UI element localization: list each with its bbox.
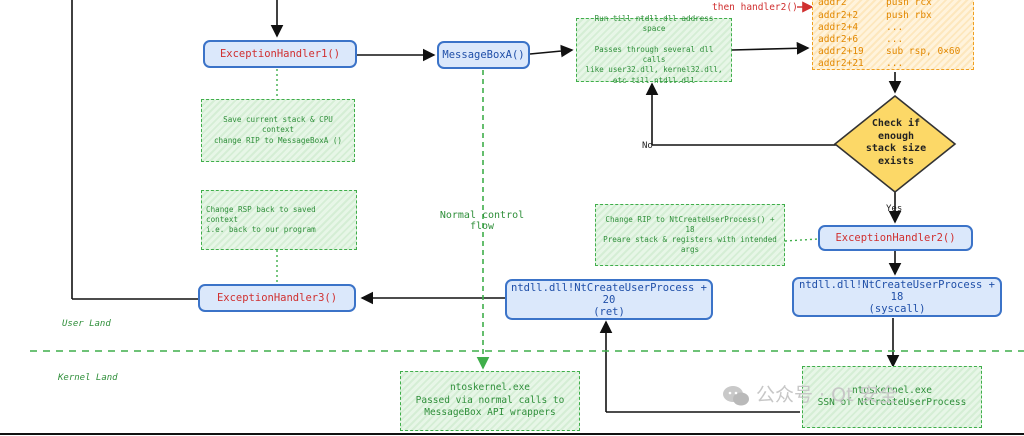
asm-snippet [812, 0, 974, 70]
asm-addr: addr2+2 [818, 10, 859, 21]
then-handler2-label: then handler2() [712, 2, 798, 13]
ntcreate-syscall-box[interactable]: ntdll.dll!NtCreateUserProcess + 18 (sysc… [792, 277, 1002, 317]
change-rip-note: Change RIP to NtCreateUserProcess() + 18… [595, 204, 785, 266]
exception-handler1-box[interactable]: ExceptionHandler1() [203, 40, 357, 68]
asm-instr: ... [886, 22, 904, 33]
dotted-changerip-handler2 [784, 238, 819, 242]
messagebox-box[interactable]: MessageBoxA() [437, 41, 530, 69]
no-label: No [642, 141, 653, 151]
yes-label: Yes [886, 204, 903, 214]
asm-addr: addr2+19 [818, 46, 864, 57]
change-rsp-note: Change RSP back to saved context i.e. ba… [201, 190, 357, 250]
wechat-icon [722, 385, 750, 407]
asm-instr: ... [886, 58, 904, 69]
watermark-text: 公众号 · Qt 安全 [756, 384, 898, 406]
ntcreate-ret-box[interactable]: ntdll.dll!NtCreateUserProcess + 20 (ret) [505, 279, 713, 320]
decision-text: Check if enough stack size exists [865, 118, 927, 167]
user-land-label: User Land [62, 319, 111, 329]
kernel-land-label: Kernel Land [58, 373, 118, 383]
run-till-note: Run till ntdll.dll address space Passes … [576, 14, 732, 85]
normal-flow-label: Normal control flow [439, 210, 525, 232]
asm-addr: addr2+4 [818, 22, 859, 33]
asm-addr: addr2+21 [818, 58, 864, 69]
asm-addr: addr2+6 [818, 34, 859, 45]
ntoskernel-left-note: ntoskernel.exe Passed via normal calls t… [400, 371, 580, 431]
arrow-messagebox-note [529, 44, 574, 58]
exception-handler3-box[interactable]: ExceptionHandler3() [198, 284, 356, 312]
asm-instr: push rcx [886, 0, 932, 8]
ntoskernel-right-note: ntoskernel.exe SSN of NtCreateUserProces… [802, 366, 982, 428]
decision-diamond [833, 94, 957, 194]
save-context-note: Save current stack & CPU context change … [201, 99, 355, 162]
asm-addr: addr2 [818, 0, 847, 8]
asm-instr: ... [886, 34, 904, 45]
arrow-note-asm [731, 41, 810, 55]
asm-instr: push rbx [886, 10, 932, 21]
watermark: 公众号 · Qt 安全 [722, 380, 898, 407]
asm-instr: sub rsp, 0×60 [886, 46, 961, 57]
exception-handler2-box[interactable]: ExceptionHandler2() [818, 225, 973, 251]
